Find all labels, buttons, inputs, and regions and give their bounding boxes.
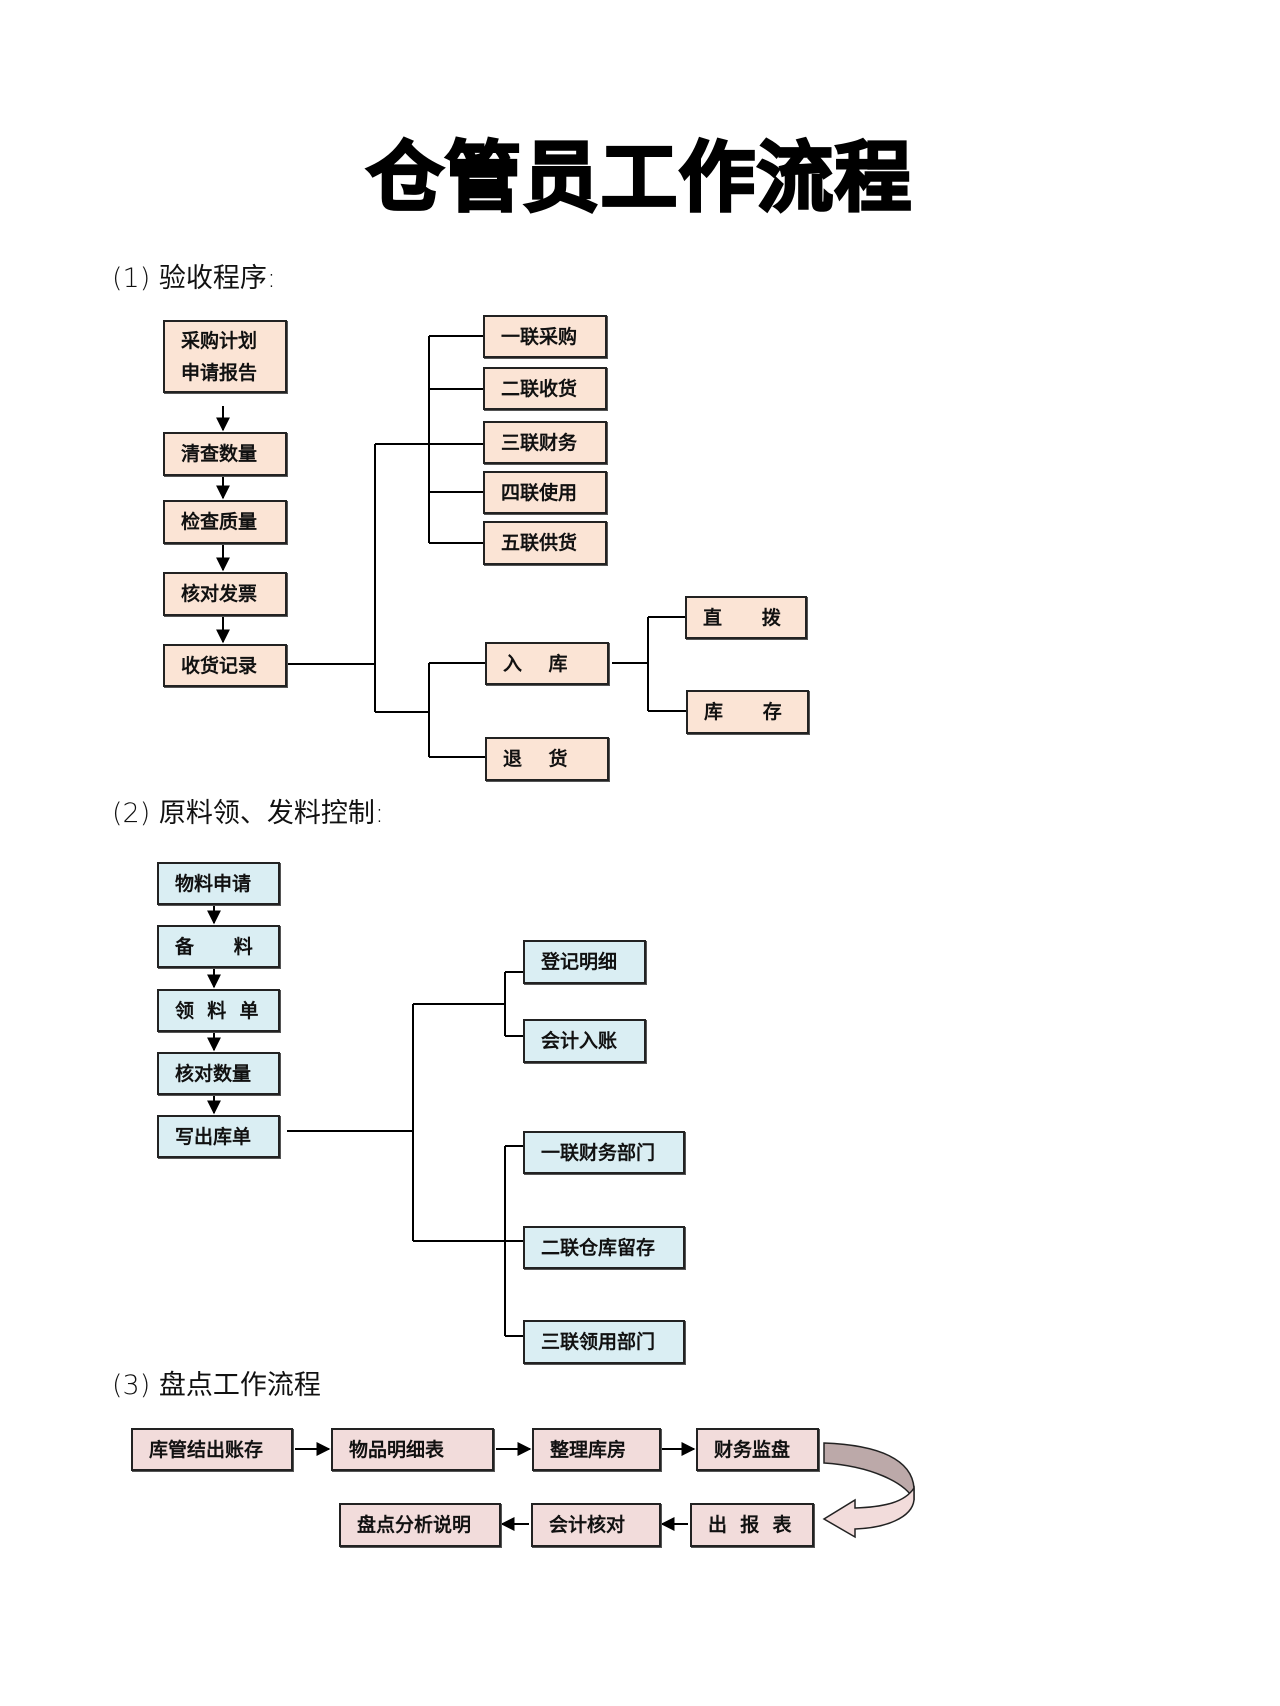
step-write-outbound-form: 写出库单 <box>157 1115 280 1158</box>
storage-direct-transfer: 直 拨 <box>685 596 807 639</box>
page-title: 仓管员工作流程 <box>366 132 913 224</box>
copy-2-warehouse-retained: 二联仓库留存 <box>523 1226 685 1269</box>
curved-return-arrow <box>822 1442 915 1539</box>
branch-return: 退 货 <box>485 737 609 781</box>
record-accounting-entry: 会计入账 <box>523 1019 646 1063</box>
inv-step-issue-report: 出 报 表 <box>690 1503 814 1547</box>
copy-5-supplier: 五联供货 <box>483 521 607 565</box>
step-prepare-material: 备 料 <box>157 925 280 968</box>
inv-step-finance-supervision: 财务监盘 <box>696 1428 819 1471</box>
section-3-heading: (3) 盘点工作流程 <box>112 1370 321 1401</box>
inv-step-book-balance: 库管结出账存 <box>131 1428 293 1471</box>
step-receipt-record: 收货记录 <box>163 644 287 687</box>
storage-inventory: 库 存 <box>686 690 809 734</box>
step-verify-quantity: 核对数量 <box>157 1052 280 1095</box>
step-verify-invoice: 核对发票 <box>163 572 287 616</box>
copy-3-user-dept: 三联领用部门 <box>523 1320 685 1364</box>
section-1-heading: (1) 验收程序: <box>112 263 276 294</box>
record-register-details: 登记明细 <box>523 940 646 984</box>
inv-step-accounting-check: 会计核对 <box>531 1503 661 1547</box>
branch-warehousing: 入 库 <box>485 642 609 685</box>
inv-step-tidy-warehouse: 整理库房 <box>532 1428 661 1471</box>
section-2-heading: (2) 原料领、发料控制: <box>112 798 384 829</box>
copy-2-receiving: 二联收货 <box>483 367 607 410</box>
inv-step-item-list: 物品明细表 <box>331 1428 494 1471</box>
step-purchase-plan: 采购计划 申请报告 <box>163 320 287 393</box>
step-material-request: 物料申请 <box>157 862 280 905</box>
copy-4-usage: 四联使用 <box>483 471 607 514</box>
step-check-quality: 检查质量 <box>163 500 287 544</box>
copy-1-purchase: 一联采购 <box>483 315 607 358</box>
step-count-quantity: 清查数量 <box>163 432 287 476</box>
copy-1-finance-dept: 一联财务部门 <box>523 1131 685 1174</box>
step-requisition-form: 领 料 单 <box>157 989 280 1032</box>
copy-3-finance: 三联财务 <box>483 421 607 464</box>
inv-step-analysis-report: 盘点分析说明 <box>339 1503 501 1547</box>
